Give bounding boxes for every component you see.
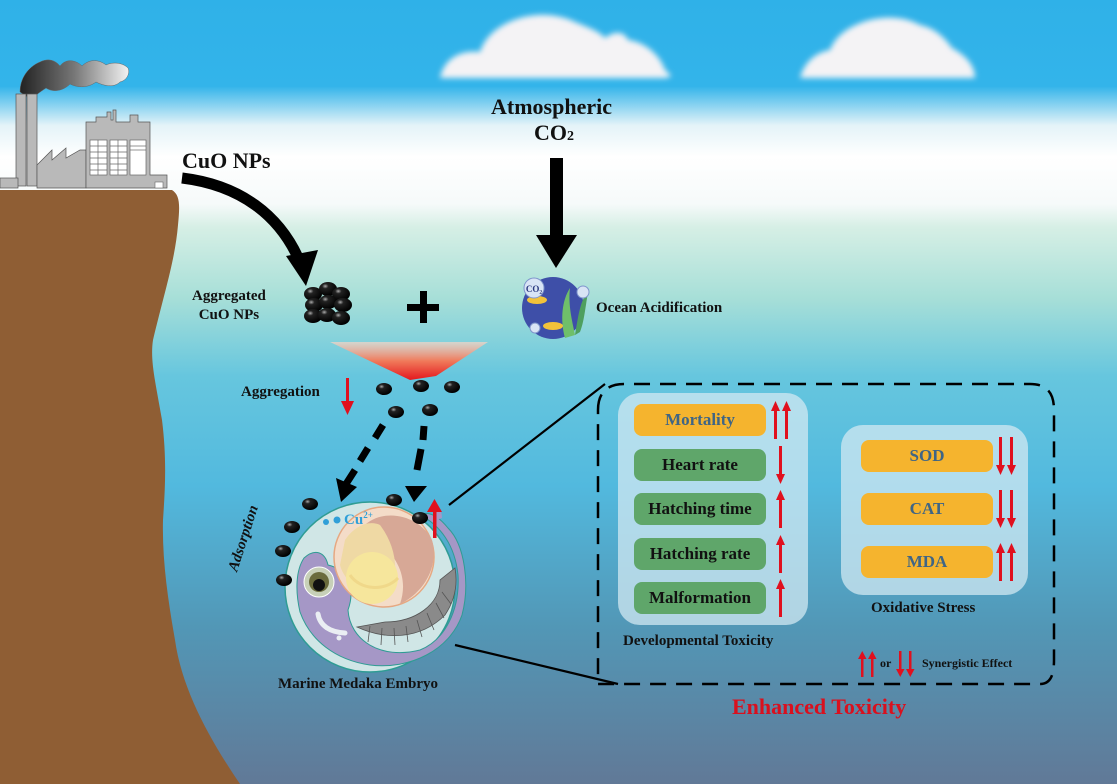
aggregated-cuo-label: Aggregated CuO NPs xyxy=(192,287,266,325)
co2-label: CO2 xyxy=(534,120,574,146)
up-arrow-icon xyxy=(771,579,793,622)
double-down-arrow-icon xyxy=(996,490,1018,533)
double-down-arrow-icon xyxy=(896,651,915,677)
svg-text:CO₂: CO₂ xyxy=(526,284,543,294)
factory-icon xyxy=(0,59,168,189)
double-up-arrow-icon xyxy=(858,651,877,677)
effect-item-mortality: Mortality xyxy=(634,404,766,436)
atmospheric-label: Atmospheric xyxy=(491,94,612,119)
developmental-toxicity-title: Developmental Toxicity xyxy=(623,633,774,649)
cu-charge: 2+ xyxy=(363,510,373,520)
effect-item-malformation: Malformation xyxy=(634,582,766,614)
legend-or: or xyxy=(880,656,892,670)
cliff-ground xyxy=(0,190,240,784)
cu-ion-label: Cu2+ xyxy=(344,510,373,529)
up-arrow-icon xyxy=(771,534,793,578)
oxidative-stress-title: Oxidative Stress xyxy=(871,600,976,616)
effect-item-hatching-rate: Hatching rate xyxy=(634,537,766,570)
plus-icon xyxy=(407,291,439,323)
aggregation-decrease-arrow xyxy=(341,378,354,415)
aggregated-line2: CuO NPs xyxy=(198,307,260,323)
aggregation-label: Aggregation xyxy=(241,384,320,400)
co2-text: CO xyxy=(534,120,567,145)
co2-down-arrow xyxy=(536,158,577,268)
ocean-acidification-label: Ocean Acidification xyxy=(596,300,723,316)
co2-subscript: 2 xyxy=(567,129,574,144)
cuo-flow-arrow xyxy=(181,172,318,286)
embryo-illustration xyxy=(284,501,467,673)
effect-item-sod: SOD xyxy=(861,440,993,472)
reaction-funnel xyxy=(330,342,488,380)
cloud-icon xyxy=(800,17,975,78)
down-arrow-icon xyxy=(771,445,793,489)
double-up-arrow-icon xyxy=(771,401,793,444)
effect-item-heart-rate: Heart rate xyxy=(634,448,766,481)
ocean-acidification-icon: CO₂ xyxy=(522,277,590,339)
double-up-arrow-icon xyxy=(996,543,1018,586)
cu-text: Cu xyxy=(344,512,364,528)
cuo-nps-label: CuO NPs xyxy=(182,148,271,173)
zoom-connector-bottom xyxy=(454,643,619,686)
smoke xyxy=(19,59,129,101)
embryo-label: Marine Medaka Embryo xyxy=(278,676,438,692)
zoom-connector-top xyxy=(448,383,606,506)
aggregated-line1: Aggregated xyxy=(192,288,266,304)
enhanced-toxicity-label: Enhanced Toxicity xyxy=(732,694,907,719)
uptake-arrows xyxy=(336,423,428,502)
cu-increase-arrow xyxy=(427,499,442,538)
up-arrow-icon xyxy=(771,490,793,533)
effect-item-mda: MDA xyxy=(861,546,993,578)
cloud-icon xyxy=(440,14,671,78)
legend-text: Synergistic Effect xyxy=(922,656,1013,670)
effect-item-hatching-time: Hatching time xyxy=(634,493,766,525)
aggregated-nanoparticles xyxy=(304,282,352,325)
double-down-arrow-icon xyxy=(996,437,1018,480)
adsorbed-nanoparticles xyxy=(275,494,428,586)
cu-ion-dot xyxy=(333,516,341,524)
cu-ion-dot xyxy=(323,519,329,525)
effect-item-cat: CAT xyxy=(861,493,993,525)
effects-dashed-box xyxy=(596,382,1056,686)
dispersed-nanoparticles xyxy=(376,380,460,418)
